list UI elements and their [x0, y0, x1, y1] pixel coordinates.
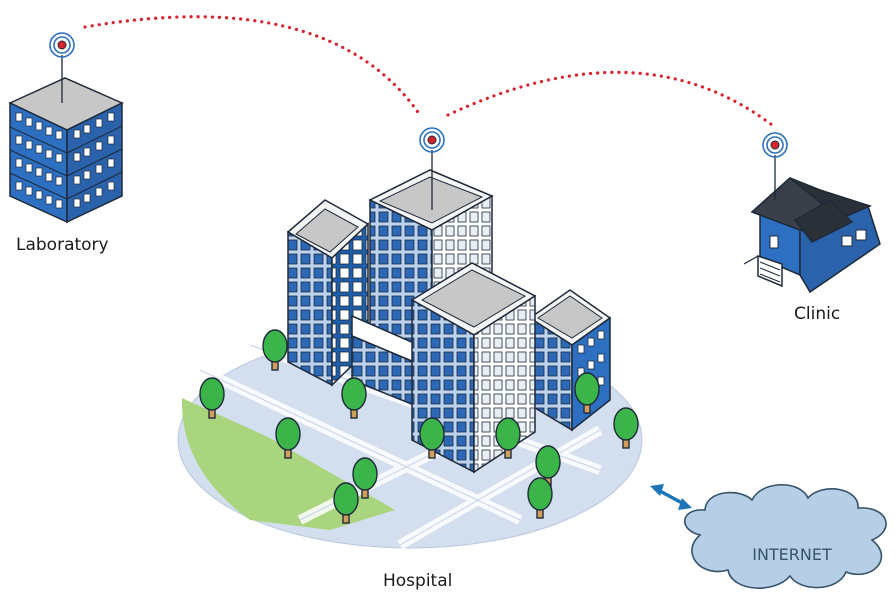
- link-lab-hospital: [83, 15, 422, 117]
- tree-icon: [275, 417, 301, 459]
- hospital-tower-front: [410, 262, 537, 474]
- tree-icon: [419, 417, 445, 459]
- link-hospital-clinic: [446, 70, 774, 127]
- tree-icon: [341, 377, 367, 419]
- clinic-label: Clinic: [794, 304, 841, 324]
- wireless-links: [83, 15, 774, 127]
- tree-icon: [527, 477, 553, 519]
- tree-icon: [495, 417, 521, 459]
- tree-icon: [199, 377, 225, 419]
- laboratory-label: Laboratory: [16, 235, 109, 255]
- internet-label: INTERNET: [752, 545, 832, 564]
- tree-icon: [613, 407, 639, 449]
- clinic-building: [743, 177, 881, 294]
- tree-icon: [262, 329, 288, 371]
- antenna-icon: [419, 127, 445, 210]
- hospital-connector: [351, 314, 415, 407]
- hospital-wing-right: [528, 289, 612, 432]
- tree-icon: [352, 457, 378, 499]
- hospital-label: Hospital: [383, 571, 453, 591]
- laboratory-building: [8, 77, 124, 224]
- bidirectional-arrow-icon: [650, 484, 692, 510]
- tree-icon: [574, 372, 600, 414]
- antenna-icon: [762, 132, 788, 200]
- tree-icon: [333, 482, 359, 524]
- cloud-icon: INTERNET: [684, 484, 887, 589]
- antenna-icon: [49, 32, 75, 103]
- hospital-tower-left: [286, 199, 370, 387]
- campus-trees: [199, 329, 639, 524]
